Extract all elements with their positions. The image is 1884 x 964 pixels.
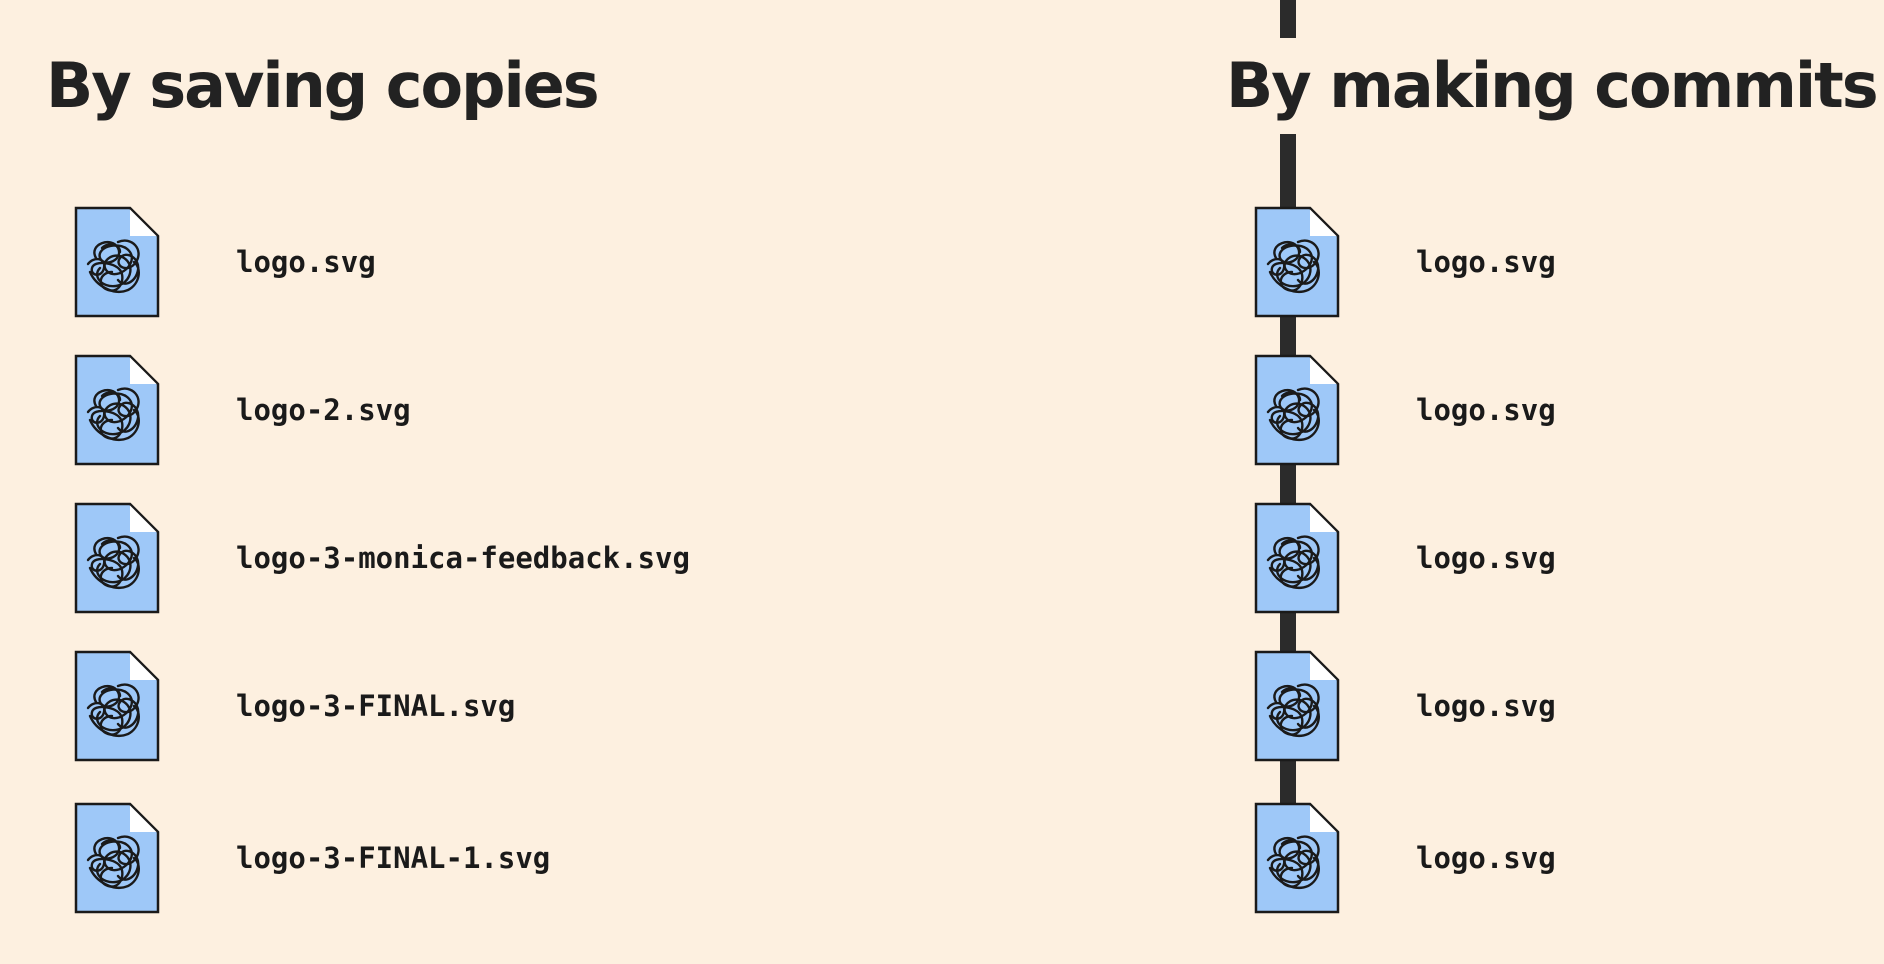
commit-file-row: logo.svg xyxy=(1254,354,1556,466)
commit-file-name: logo.svg xyxy=(1416,393,1556,427)
copy-file-name: logo-3-FINAL.svg xyxy=(236,689,516,723)
copy-file-row: logo-3-FINAL-1.svg xyxy=(74,802,550,914)
svg-file-icon xyxy=(1254,802,1340,914)
making-commits-heading: By making commits xyxy=(1222,38,1881,134)
commit-file-name: logo.svg xyxy=(1416,541,1556,575)
svg-file-icon xyxy=(74,650,160,762)
copy-file-name: logo-2.svg xyxy=(236,393,411,427)
svg-file-icon xyxy=(74,502,160,614)
svg-file-icon xyxy=(74,802,160,914)
svg-file-icon xyxy=(74,354,160,466)
svg-file-icon xyxy=(1254,206,1340,318)
copy-file-row: logo-3-monica-feedback.svg xyxy=(74,502,690,614)
commit-file-name: logo.svg xyxy=(1416,689,1556,723)
commit-file-name: logo.svg xyxy=(1416,245,1556,279)
commit-file-row: logo.svg xyxy=(1254,802,1556,914)
copy-file-name: logo.svg xyxy=(236,245,376,279)
copy-file-row: logo.svg xyxy=(74,206,376,318)
svg-file-icon xyxy=(74,206,160,318)
svg-file-icon xyxy=(1254,354,1340,466)
svg-file-icon xyxy=(1254,650,1340,762)
commit-file-name: logo.svg xyxy=(1416,841,1556,875)
copy-file-row: logo-3-FINAL.svg xyxy=(74,650,515,762)
commit-file-row: logo.svg xyxy=(1254,650,1556,762)
copy-file-name: logo-3-monica-feedback.svg xyxy=(236,541,690,575)
saving-copies-heading: By saving copies xyxy=(46,49,600,122)
svg-file-icon xyxy=(1254,502,1340,614)
commit-file-row: logo.svg xyxy=(1254,206,1556,318)
copy-file-name: logo-3-FINAL-1.svg xyxy=(236,841,551,875)
copy-file-row: logo-2.svg xyxy=(74,354,411,466)
commit-file-row: logo.svg xyxy=(1254,502,1556,614)
